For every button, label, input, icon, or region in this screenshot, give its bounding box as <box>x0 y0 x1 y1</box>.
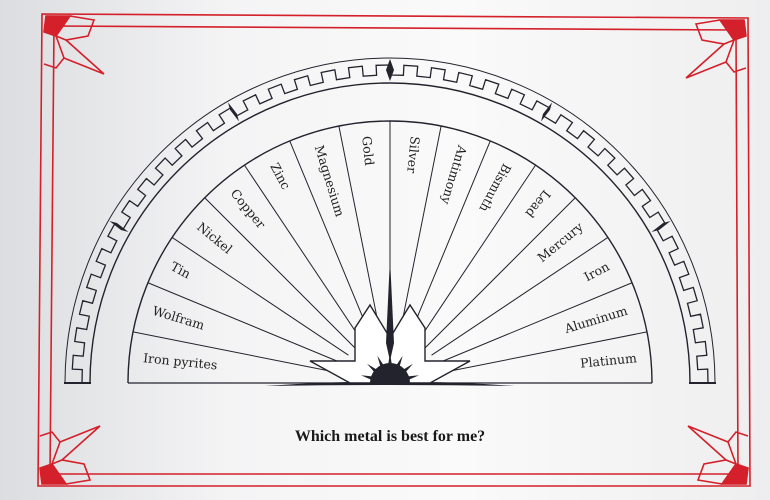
sector-label: Lead <box>523 187 554 221</box>
sector-divider <box>289 140 372 337</box>
sector-label: Tin <box>168 259 193 282</box>
sector-divider <box>436 282 633 365</box>
sector-divider <box>431 237 609 356</box>
sector-label: Mercury <box>534 219 586 266</box>
diamond-marker-icon <box>541 102 552 122</box>
sector-divider <box>338 125 381 335</box>
corner-ornament-line <box>727 431 749 443</box>
outer-arc <box>64 57 716 384</box>
sector-label: Zinc <box>267 160 293 192</box>
inner-arc <box>89 82 691 384</box>
corner-ornament-line <box>39 431 61 443</box>
corner-ornament-line <box>51 425 101 465</box>
sector-divider <box>244 164 363 342</box>
sector-divider <box>171 237 349 356</box>
sun-ray <box>395 355 403 369</box>
diamond-marker-icon <box>228 102 239 122</box>
sector-divider <box>425 197 576 348</box>
star-base <box>265 381 515 386</box>
diamond-marker-icon <box>651 221 671 232</box>
sector-label: Iron pyrites <box>143 350 218 372</box>
red-ornamental-border <box>37 13 751 487</box>
sun-ray <box>361 375 375 381</box>
sun-ray <box>401 363 413 374</box>
sun-ray <box>387 353 393 367</box>
sun-ray <box>377 355 385 369</box>
sector-label: Wolfram <box>151 303 207 333</box>
sector-label: Antimony <box>438 143 471 207</box>
corner-ornament-line <box>694 19 735 45</box>
sector-divider <box>399 125 442 335</box>
sun-ray <box>367 363 379 374</box>
sector-label: Platinum <box>579 350 637 371</box>
corner-ornament-line <box>51 459 92 485</box>
corner-ornament-line <box>725 61 747 73</box>
pendulum-star <box>265 258 515 386</box>
sector-divider <box>132 331 342 374</box>
pendulum-needle <box>386 258 394 361</box>
diamond-marker-icon <box>386 59 394 81</box>
sector-label: Gold <box>359 135 377 166</box>
sector-label: Nickel <box>194 219 235 257</box>
corner-ornament-line <box>43 57 65 69</box>
corner-ornaments <box>39 15 749 485</box>
sector-divider <box>147 282 344 365</box>
diamond-marker-icon <box>109 221 129 232</box>
chart-title: Which metal is best for me? <box>295 428 485 445</box>
sector-label: Iron <box>581 259 611 285</box>
sector-divider <box>408 140 491 337</box>
sector-label: Bismuth <box>476 161 514 214</box>
corner-ornament-line <box>687 425 737 465</box>
sun-disc <box>370 363 410 383</box>
sector-label: Silver <box>404 136 423 174</box>
sector-divider <box>417 164 536 342</box>
sector-divider <box>204 197 355 348</box>
corner-ornament-line <box>696 459 737 485</box>
corner-ornament-line <box>55 15 96 41</box>
corner-ornament-line <box>685 39 735 79</box>
sun-ray <box>405 375 419 381</box>
corner-ornament-line <box>55 35 105 75</box>
sector-divider <box>438 331 648 374</box>
